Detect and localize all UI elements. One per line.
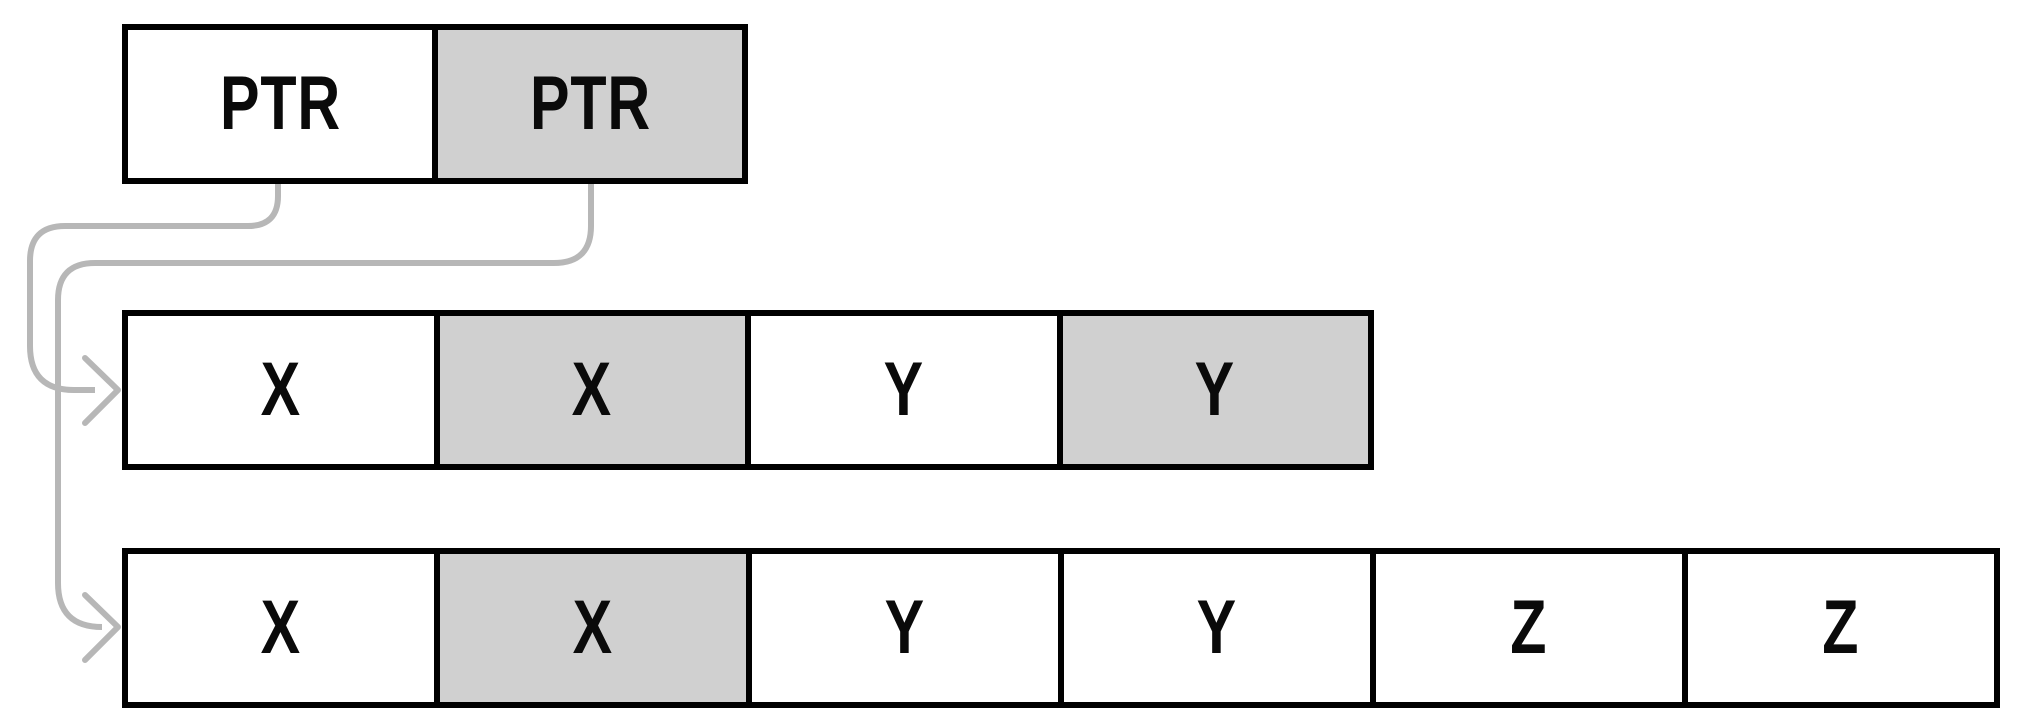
array-row-4-cell-3: Y — [751, 316, 1057, 464]
cell-label: X — [260, 585, 302, 670]
cell-label: Z — [1822, 585, 1860, 670]
cell-label: PTR — [529, 61, 651, 146]
array-row-6-cell-6: Z — [1688, 554, 1994, 702]
arrow-from-ptr2-to-array-row-6 — [55, 184, 594, 663]
arrow2-chevron-icon — [82, 592, 121, 663]
arrow-from-ptr1-to-array-row-4 — [27, 184, 281, 426]
ptr-row-cell-1: PTR — [128, 30, 432, 178]
arrow1-path — [27, 184, 281, 393]
cell-label: PTR — [219, 61, 341, 146]
arrow1-chevron-icon — [82, 355, 121, 426]
cell-label: Y — [884, 585, 926, 670]
ptr-row: PTR PTR — [122, 24, 748, 184]
cell-label: Y — [883, 347, 924, 432]
arrow2-path — [55, 184, 594, 630]
array-row-6-cell-5: Z — [1376, 554, 1682, 702]
array-row-4-cell-1: X — [128, 316, 434, 464]
cell-label: X — [260, 347, 301, 432]
cell-label: Y — [1196, 585, 1238, 670]
cell-label: X — [572, 585, 614, 670]
cell-label: X — [572, 347, 613, 432]
array-row-6-cell-1: X — [128, 554, 434, 702]
array-row-4-cell-2: X — [439, 316, 745, 464]
cell-label: Z — [1510, 585, 1548, 670]
array-row-4-cell-4: Y — [1062, 316, 1368, 464]
array-row-6-cell-3: Y — [752, 554, 1058, 702]
array-row-6-cell-4: Y — [1064, 554, 1370, 702]
cell-label: Y — [1195, 347, 1236, 432]
ptr-row-cell-2: PTR — [438, 30, 742, 178]
array-row-6-cell-2: X — [440, 554, 746, 702]
